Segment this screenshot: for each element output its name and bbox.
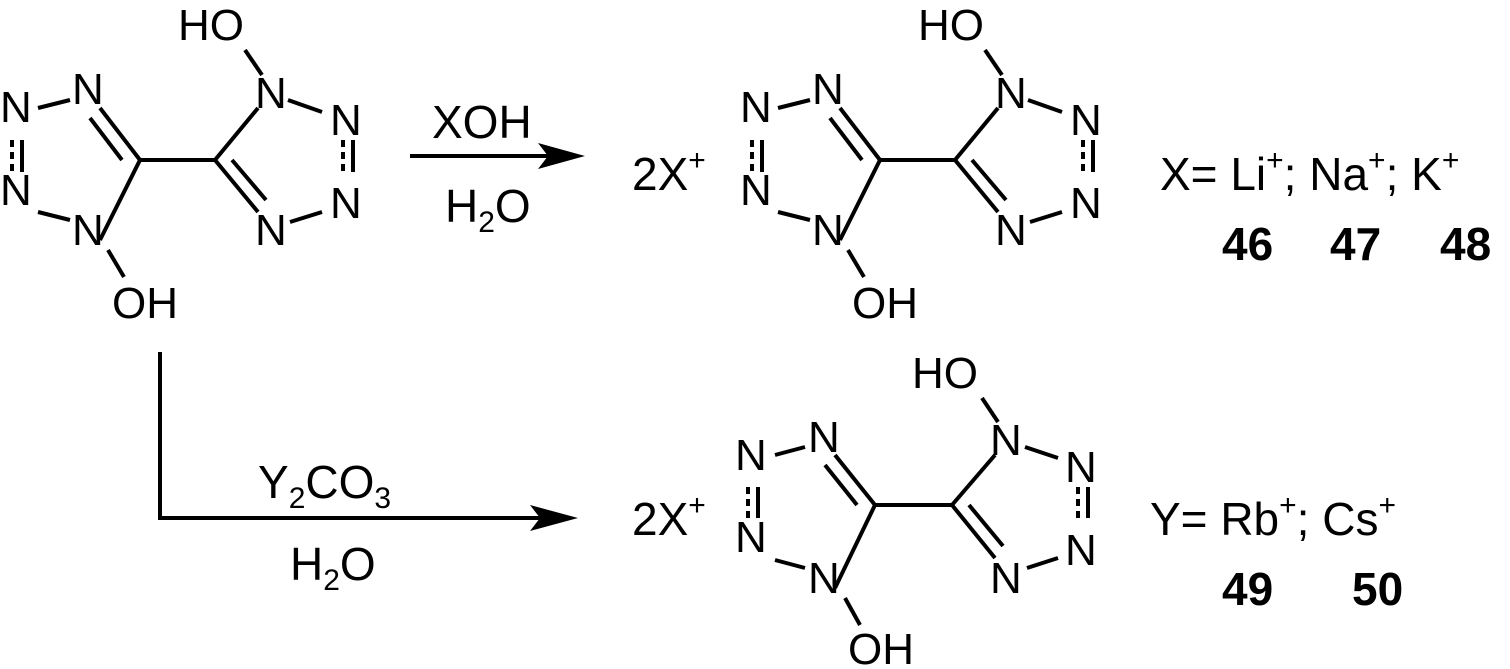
atom-n: N: [1070, 96, 1102, 145]
product-salt-bottom: 2X+ N N N N OH HO N N N N: [632, 349, 1097, 669]
compound-number: 49: [1222, 563, 1273, 615]
solvent-label: H2O: [445, 180, 531, 239]
cation-definition-bottom: Y= Rb+; Cs+ 49 50: [1150, 489, 1403, 615]
product-salt-top: 2X+ N N N N OH HO N N N N: [632, 1, 1102, 328]
atom-n: N: [0, 166, 32, 215]
starting-material-bistetrazole: N N N N OH HO N N N N: [0, 1, 362, 328]
hydroxyl-oh: OH: [112, 279, 178, 328]
atom-n: N: [255, 206, 287, 255]
reaction-arrow-top: XOH H2O: [410, 96, 585, 239]
atom-n: N: [0, 83, 32, 132]
hydroxyl-ho: HO: [178, 1, 244, 50]
arrowhead-icon: [530, 505, 578, 531]
atom-n: N: [740, 83, 772, 132]
atom-n: N: [330, 179, 362, 228]
atom-n: N: [990, 554, 1022, 603]
hydroxyl-ho: HO: [918, 1, 984, 50]
y-definition: Y= Rb+; Cs+: [1150, 489, 1396, 545]
compound-number: 50: [1352, 563, 1403, 615]
reaction-arrow-bottom: Y2CO3 H2O: [158, 352, 578, 597]
x-definition: X= Li+; Na+; K+: [1160, 144, 1459, 200]
atom-n: N: [808, 413, 840, 462]
solvent-label: H2O: [290, 538, 376, 597]
atom-n: N: [330, 96, 362, 145]
cation-label: 2X+: [632, 144, 706, 200]
reagent-label: XOH: [432, 96, 532, 148]
cation-definition-top: X= Li+; Na+; K+ 46 47 48: [1160, 144, 1491, 270]
atom-n: N: [812, 65, 844, 114]
atom-n: N: [72, 65, 104, 114]
cation-label: 2X+: [632, 489, 706, 545]
atom-n: N: [72, 206, 104, 255]
reagent-label: Y2CO3: [258, 456, 391, 515]
hydroxyl-ho: HO: [912, 349, 978, 398]
atom-n: N: [995, 69, 1027, 118]
atom-n: N: [1065, 443, 1097, 492]
atom-n: N: [812, 206, 844, 255]
compound-number: 47: [1330, 218, 1381, 270]
atom-n: N: [1070, 179, 1102, 228]
compound-number: 48: [1440, 218, 1491, 270]
atom-n: N: [740, 166, 772, 215]
hydroxyl-oh: OH: [848, 625, 914, 669]
arrowhead-icon: [538, 143, 585, 169]
atom-n: N: [255, 69, 287, 118]
atom-n: N: [808, 554, 840, 603]
hydroxyl-oh: OH: [852, 279, 918, 328]
atom-n: N: [735, 513, 767, 562]
atom-n: N: [990, 416, 1022, 465]
atom-n: N: [995, 206, 1027, 255]
atom-n: N: [1065, 526, 1097, 575]
compound-number: 46: [1222, 218, 1273, 270]
atom-n: N: [735, 431, 767, 480]
